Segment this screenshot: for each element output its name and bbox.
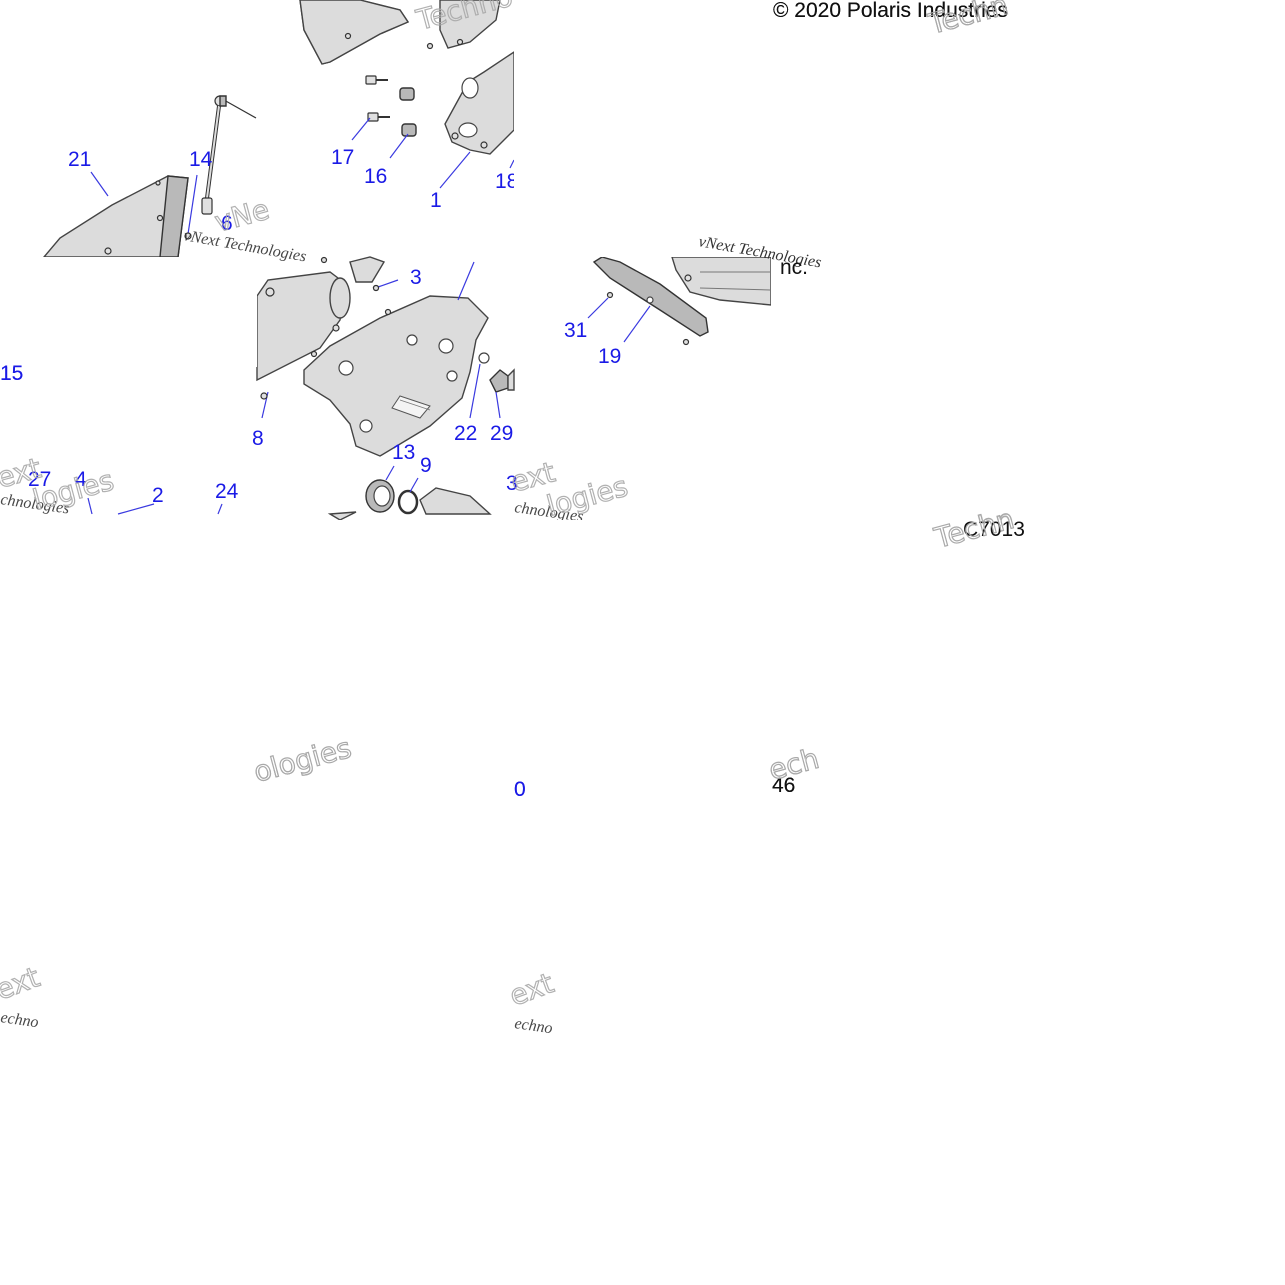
- callout-6: 6: [221, 212, 233, 235]
- callout-4: 4: [75, 468, 87, 491]
- callout-31: 31: [564, 319, 587, 342]
- copyright-suffix-overlay: nc.: [780, 256, 808, 279]
- watermark-outline-3: vNe: [211, 193, 272, 239]
- copyright-text: © 2020 Polaris Industries: [773, 0, 1008, 22]
- callout-27: 27: [28, 468, 51, 491]
- callout-3: 3: [410, 266, 422, 289]
- bolt-17: [365, 75, 390, 122]
- callout-13: 13: [392, 441, 415, 464]
- callout-15-overlay: 15: [0, 362, 23, 385]
- callout-1: 1: [430, 189, 442, 212]
- tile-muffler-shield: [256, 256, 515, 515]
- washer-22: [478, 352, 490, 364]
- watermark-serif-5: echno: [0, 1009, 40, 1031]
- callout-29: 29: [490, 422, 513, 445]
- grommet-29: [489, 369, 509, 393]
- callout-0: 0: [514, 778, 526, 801]
- callout-21: 21: [68, 148, 91, 171]
- callout-15: 15: [0, 362, 23, 385]
- watermark-outline-13: ext: [505, 966, 558, 1012]
- bushing-16: [399, 87, 417, 137]
- callout-2: 2: [152, 484, 164, 507]
- callout-9: 9: [420, 454, 432, 477]
- callout-16: 16: [364, 165, 387, 188]
- callout-24: 24: [215, 480, 239, 503]
- callout-46-overlay: 46: [772, 774, 795, 797]
- bracket-19: [592, 256, 709, 337]
- seal-9: [397, 489, 419, 515]
- callout-8: 8: [252, 427, 264, 450]
- copyright-text-overlay: © 2020 Polaris Industries: [773, 0, 1008, 22]
- callout-18: 18: [495, 170, 518, 193]
- tile-lower-left: [87, 497, 357, 521]
- callout-3b: 3: [506, 472, 518, 495]
- callout-46: 46: [772, 774, 795, 797]
- heat-shield-main: [303, 295, 489, 457]
- callout-14: 14: [189, 148, 213, 171]
- watermark-outline-8: logies: [543, 470, 631, 523]
- watermark-outline-12: ext: [0, 960, 44, 1006]
- callout-17: 17: [331, 146, 354, 169]
- callout-0-overlay: 0: [514, 778, 526, 801]
- callout-19: 19: [598, 345, 621, 368]
- callout-labels: 21 14 6 17 16 1 18 3 31 19 15 8 22 29 13…: [0, 146, 795, 801]
- diagram-code-overlay: C7013: [963, 518, 1025, 541]
- callout-22: 22: [454, 422, 477, 445]
- watermark-serif-6: echno: [513, 1015, 553, 1037]
- exhaust-flange-1: [444, 50, 515, 155]
